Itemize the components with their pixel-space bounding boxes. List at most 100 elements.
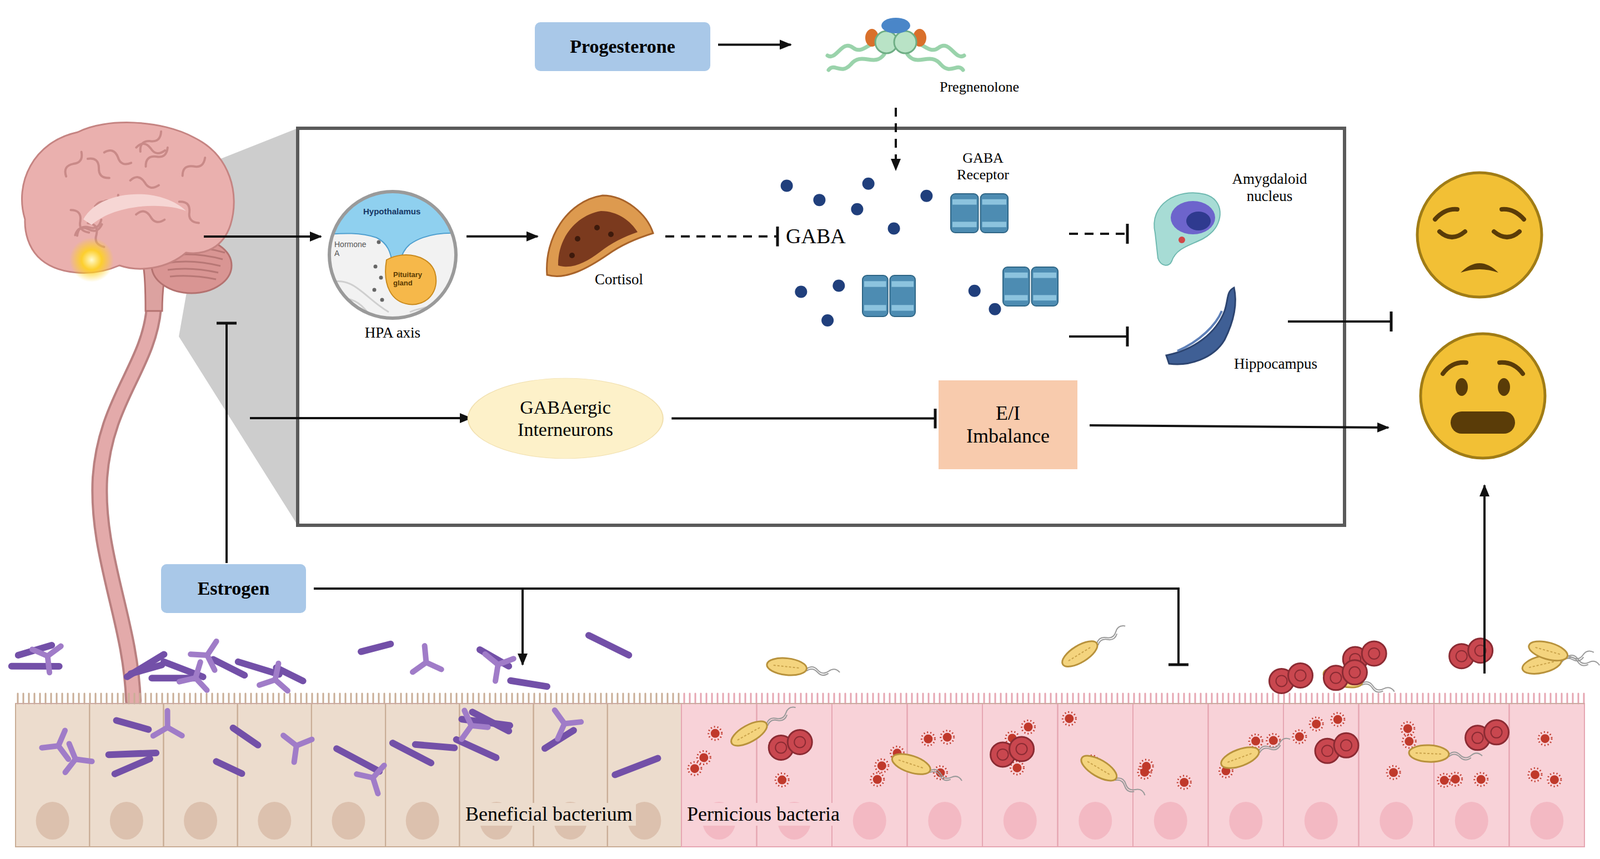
brain-gyrus — [137, 128, 164, 154]
microvillus — [1461, 693, 1463, 704]
microvillus — [1039, 693, 1041, 704]
epithelial-cell — [1433, 703, 1510, 847]
microvillus — [722, 693, 725, 704]
ellipse-fill — [467, 378, 663, 459]
epithelial-cell — [1057, 703, 1134, 847]
hpa-axis-circle: HypothalamusHormone APituitary glandHPA … — [326, 188, 459, 321]
microvillus — [1383, 693, 1386, 704]
microvillus — [1033, 693, 1036, 704]
microvillus — [1422, 693, 1424, 704]
microvillus — [1050, 693, 1052, 704]
microvillus — [922, 693, 925, 704]
pathogen-particle — [1404, 736, 1414, 746]
receptor-subunit — [950, 193, 978, 233]
microvillus — [494, 693, 497, 704]
flagellum — [765, 705, 797, 726]
microvillus — [17, 693, 19, 704]
node-label: Hormone A — [334, 239, 369, 258]
microvillus — [217, 693, 219, 704]
gaba-molecule — [813, 193, 826, 207]
pathogen-particle — [1540, 734, 1550, 744]
receptor-band — [891, 304, 914, 311]
node-label: Progesterone — [569, 35, 675, 58]
pathogen-particle — [1333, 715, 1343, 725]
microvillus — [689, 693, 691, 704]
microvillus — [1044, 693, 1047, 704]
microvillus — [428, 693, 430, 704]
microvillus — [889, 693, 891, 704]
microvillus — [278, 693, 280, 704]
microvillus — [522, 693, 525, 704]
microvillus — [1133, 693, 1136, 704]
microvillus — [150, 693, 153, 704]
brush-border — [15, 703, 1585, 705]
rod-body — [889, 750, 934, 779]
microvillus — [1316, 693, 1319, 704]
pathogen-spikes — [1538, 731, 1552, 746]
hypothalamus-shape — [326, 188, 459, 264]
microvillus — [805, 693, 808, 704]
microvillus — [72, 693, 75, 704]
beneficial-rod — [276, 667, 303, 681]
microvillus — [1294, 693, 1297, 704]
node-label: GABA Receptor — [944, 149, 1022, 184]
receptor-band — [1032, 272, 1057, 279]
coccus-detail — [1456, 650, 1468, 662]
microvillus — [1355, 693, 1358, 704]
microvillus — [822, 693, 825, 704]
microvillus — [261, 693, 264, 704]
microvillus — [1300, 693, 1302, 704]
microvillus — [1561, 693, 1563, 704]
microvillus — [778, 693, 780, 704]
cell-nucleus — [36, 801, 70, 840]
microvillus — [272, 693, 275, 704]
gaba-receptor: GABA Receptor — [944, 147, 1062, 342]
microvillus — [1022, 693, 1025, 704]
pathogen-particle — [1451, 774, 1461, 784]
pernicious-rod — [1526, 637, 1600, 674]
microvillus — [1277, 693, 1280, 704]
microvillus — [989, 693, 991, 704]
brain-gyrus — [62, 149, 85, 179]
microvillus — [183, 693, 186, 704]
microvillus — [56, 693, 58, 704]
epithelial-cell — [1132, 703, 1209, 847]
illustration-part — [827, 28, 898, 70]
microvillus — [128, 693, 130, 704]
microvillus — [322, 693, 325, 704]
microvillus — [1472, 693, 1474, 704]
microvillus — [705, 693, 708, 704]
pathogen-spikes — [940, 730, 955, 745]
pathogen-particle — [873, 775, 882, 785]
microvillus — [872, 693, 875, 704]
eyebrow — [1501, 209, 1524, 220]
bifido-shape — [279, 735, 313, 765]
microvillus — [505, 693, 508, 704]
pathogen-particle — [1403, 724, 1413, 734]
microvillus — [450, 693, 453, 704]
microvillus — [244, 693, 247, 704]
microvillus — [383, 693, 386, 704]
receptor-subunit — [1031, 267, 1058, 307]
flagellum — [1566, 656, 1589, 667]
gaba-molecule — [920, 189, 933, 203]
pathogen-particle — [690, 764, 700, 774]
epithelial-cell — [385, 703, 460, 847]
brain-gyrus — [179, 154, 208, 179]
microvillus — [972, 693, 975, 704]
hormone-dot — [372, 288, 377, 293]
coccus — [1288, 663, 1313, 688]
microvillus — [966, 693, 969, 704]
beneficial-rod — [11, 663, 60, 670]
epithelial-cell — [1509, 703, 1586, 847]
microvillus — [1250, 693, 1252, 704]
microvillus — [961, 693, 963, 704]
bifido-arm — [47, 646, 62, 657]
microvillus — [256, 693, 258, 704]
cerebrum — [21, 122, 234, 274]
coccus-detail — [1330, 672, 1342, 684]
mouth — [1460, 263, 1499, 273]
coccus-detail — [1321, 745, 1333, 757]
bifido-shape — [153, 710, 190, 749]
microvillus — [617, 693, 619, 704]
